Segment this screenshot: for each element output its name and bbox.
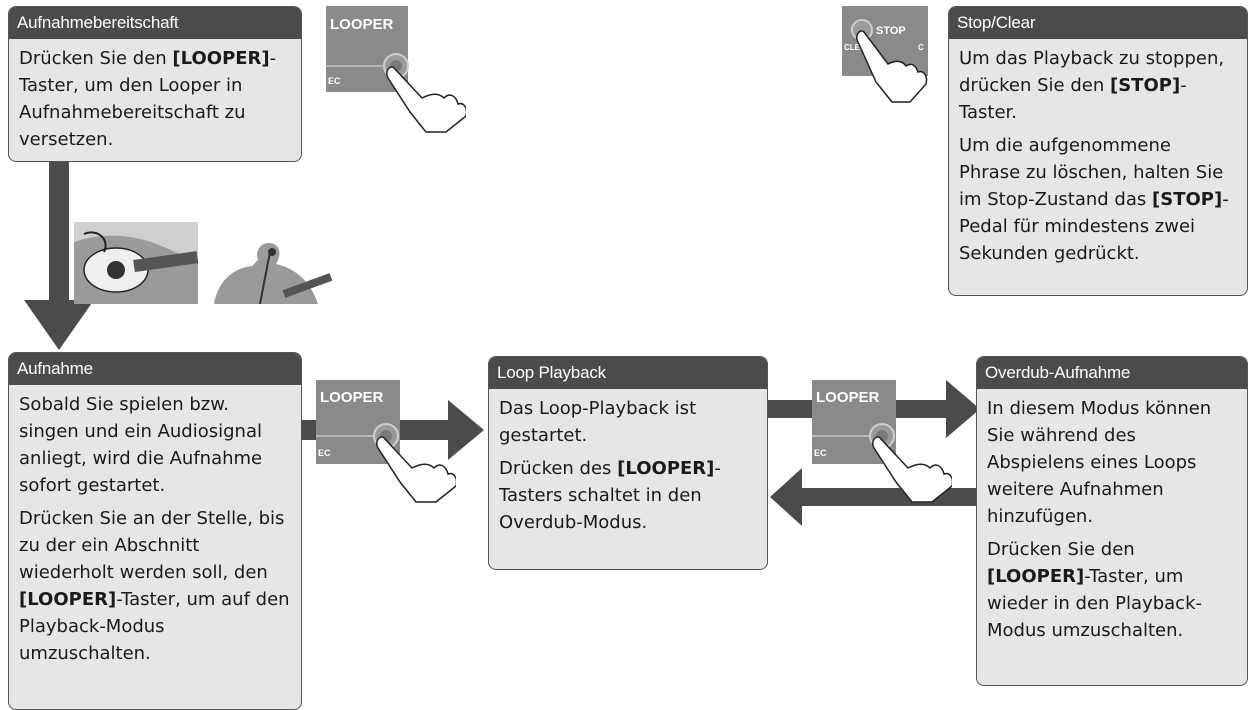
stop-clear-box: Stop/Clear Um das Playback zu stoppen, d… xyxy=(948,6,1248,296)
standby-text: Drücken Sie den [LOOPER]-Taster, um den … xyxy=(19,48,277,150)
hand-icon xyxy=(855,30,928,103)
pedal-label-text: LOOPER xyxy=(816,389,880,406)
overdub-text-2: Drücken Sie den [LOOPER]-Taster, um wied… xyxy=(987,539,1202,641)
recording-title: Aufnahme xyxy=(9,353,301,385)
loop-playback-box: Loop Playback Das Loop-Playback ist gest… xyxy=(488,356,768,570)
looper-pedal-illustration-recording: LOOPER EC xyxy=(316,380,456,503)
pedal-label-text: LOOPER xyxy=(320,389,384,406)
stop-pedal-illustration: STOP CLEA C xyxy=(842,6,928,103)
stop-clear-title: Stop/Clear xyxy=(949,7,1247,39)
svg-text:C: C xyxy=(918,43,924,52)
overdub-text-1: In diesem Modus können Sie während des A… xyxy=(987,398,1212,527)
svg-text:EC: EC xyxy=(318,448,331,458)
hand-icon xyxy=(375,436,456,503)
svg-text:EC: EC xyxy=(328,76,341,86)
hand-icon xyxy=(385,66,466,133)
overdub-box: Overdub-Aufnahme In diesem Modus können … xyxy=(976,356,1248,686)
stop-label-text: STOP xyxy=(876,25,906,37)
arrow-recording-to-playback-head xyxy=(448,400,484,460)
recording-text-2: Drücken Sie an der Stelle, bis zu der ei… xyxy=(19,508,290,664)
svg-text:CLEA: CLEA xyxy=(844,43,866,52)
guitar-player-illustration xyxy=(74,222,198,304)
hand-icon xyxy=(871,436,952,503)
svg-text:EC: EC xyxy=(814,448,827,458)
looper-pedal-illustration-playback: LOOPER EC xyxy=(812,380,952,503)
looper-pedal-illustration-top: LOOPER EC xyxy=(326,6,466,133)
singer-illustration xyxy=(214,240,334,304)
recording-text-1: Sobald Sie spielen bzw. singen und ein A… xyxy=(19,394,263,496)
arrow-playback-to-overdub-head xyxy=(946,380,980,438)
arrow-overdub-to-playback-head xyxy=(770,468,802,526)
pedal-label-text: LOOPER xyxy=(330,16,394,33)
standby-box: Aufnahmebereitschaft Drücken Sie den [LO… xyxy=(8,6,302,162)
loop-playback-text-2: Drücken des [LOOPER]-Tasters schaltet in… xyxy=(499,458,721,533)
standby-title: Aufnahmebereitschaft xyxy=(9,7,301,39)
overdub-title: Overdub-Aufnahme xyxy=(977,357,1247,389)
recording-box: Aufnahme Sobald Sie spielen bzw. singen … xyxy=(8,352,302,710)
loop-playback-text-1: Das Loop-Playback ist gestartet. xyxy=(499,398,697,446)
arrow-standby-to-recording-head xyxy=(24,300,94,350)
stop-clear-text-2: Um die aufgenommene Phrase zu löschen, h… xyxy=(959,135,1229,264)
arrow-standby-to-recording-shaft xyxy=(49,162,69,302)
loop-playback-title: Loop Playback xyxy=(489,357,767,389)
stop-clear-text-1: Um das Playback zu stoppen, drücken Sie … xyxy=(959,48,1225,123)
